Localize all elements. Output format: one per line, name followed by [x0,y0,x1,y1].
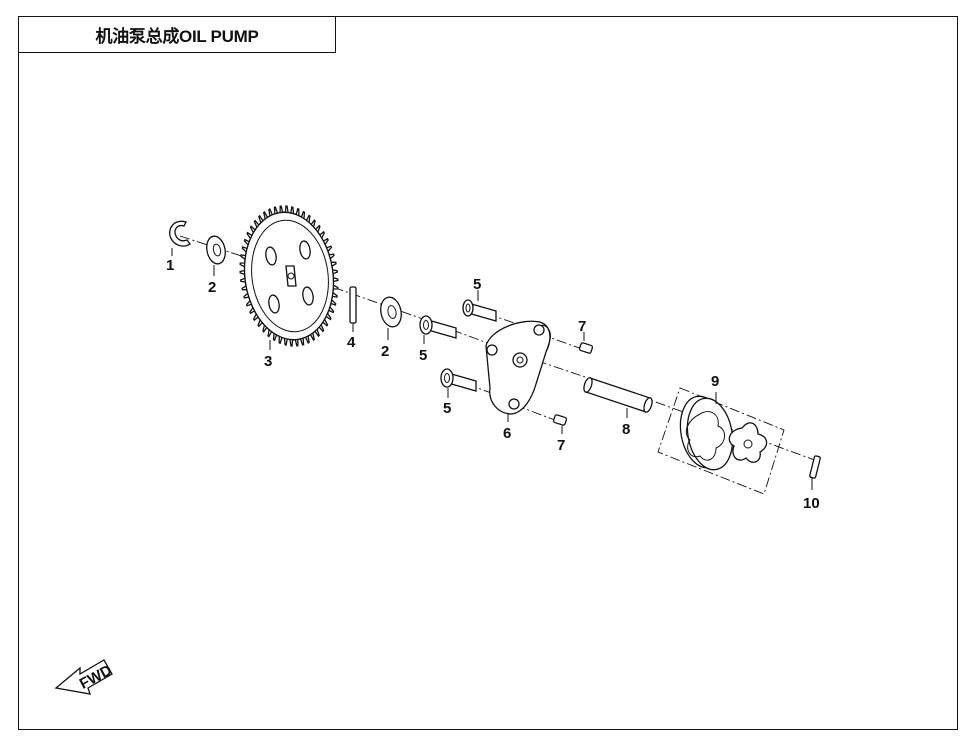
circlip [169,220,191,247]
callout-2a: 2 [208,279,216,296]
callout-9: 9 [711,373,719,390]
rotor-pin [809,455,821,479]
inner-rotor [728,422,768,463]
dowel-pin [349,286,357,324]
callout-1: 1 [166,257,174,274]
callout-3: 3 [264,353,272,370]
callout-5c: 5 [443,400,451,417]
callout-7a: 7 [578,318,586,335]
title-box: 机油泵总成OIL PUMP [18,16,336,53]
outer-rotor [679,395,734,471]
callout-4: 4 [347,334,356,351]
callout-10: 10 [803,495,820,512]
flange-bolt-upper [462,299,497,322]
callout-5b: 5 [419,347,427,364]
callout-7b: 7 [557,437,565,454]
callout-6: 6 [503,425,511,442]
callout-8: 8 [622,421,630,438]
rotor-set-box [657,387,785,495]
fwd-arrow: FWD [54,659,115,695]
washer-right [380,296,402,328]
flange-bolt-lower [440,368,477,392]
drawing-frame [18,16,958,730]
pump-shaft [583,377,653,413]
driven-gear [239,205,339,347]
callout-5a: 5 [473,276,481,293]
locating-pin-upper [578,342,594,354]
locating-pin-lower [552,414,568,426]
callout-2b: 2 [381,343,389,360]
page-title: 机油泵总成OIL PUMP [95,27,259,46]
flange-bolt-middle [419,315,457,339]
washer-left [206,235,226,265]
pump-cover [485,320,551,415]
